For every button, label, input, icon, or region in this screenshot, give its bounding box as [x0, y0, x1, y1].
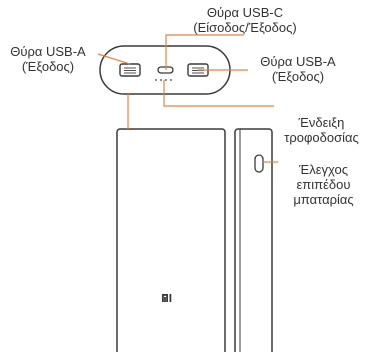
callout-line-usb-c	[165, 34, 244, 70]
battery-check-line1: Έλεγχος	[299, 162, 348, 177]
battery-check-line2: επιπέδου	[296, 177, 351, 192]
usb-a-port-left	[119, 63, 141, 77]
usb-a-right-port-title: Θύρα USB-A	[260, 54, 336, 69]
usb-a-port-left-pins	[124, 67, 136, 74]
callout-line-power-indicator	[163, 80, 274, 107]
usb-a-left-port-label: Θύρα USB-A (Έξοδος)	[0, 44, 96, 74]
side-view	[234, 128, 273, 352]
usb-c-port-title: Θύρα USB-C	[206, 5, 284, 20]
power-indicator-line1: Ένδειξη	[298, 115, 345, 130]
usb-a-right-port-label: Θύρα USB-A (Έξοδος)	[246, 54, 350, 84]
power-indicator-label: Ένδειξη τροφοδοσίας	[260, 115, 383, 145]
battery-check-label: Έλεγχος επιπέδου μπαταρίας	[264, 162, 383, 207]
top-view	[99, 45, 231, 95]
usb-a-right-port-detail: (Έξοδος)	[271, 69, 325, 84]
usb-a-left-port-detail: (Έξοδος)	[21, 59, 75, 74]
power-indicator-line2: τροφοδοσίας	[284, 130, 359, 145]
battery-check-button	[254, 154, 264, 173]
front-view	[116, 128, 226, 352]
usb-c-port-detail: (Είσοδος/Έξοδος)	[193, 20, 297, 35]
callout-lines	[97, 34, 278, 163]
power-indicator-leds	[155, 79, 172, 81]
usb-a-left-port-title: Θύρα USB-A	[10, 44, 86, 59]
mi-logo	[162, 294, 172, 302]
callout-line-usb-a-left	[97, 53, 131, 65]
usb-c-port-label: Θύρα USB-C (Είσοδος/Έξοδος)	[170, 5, 320, 35]
front-view-body	[116, 128, 226, 352]
side-view-body	[234, 128, 273, 352]
battery-check-line3: μπαταρίας	[293, 192, 354, 207]
